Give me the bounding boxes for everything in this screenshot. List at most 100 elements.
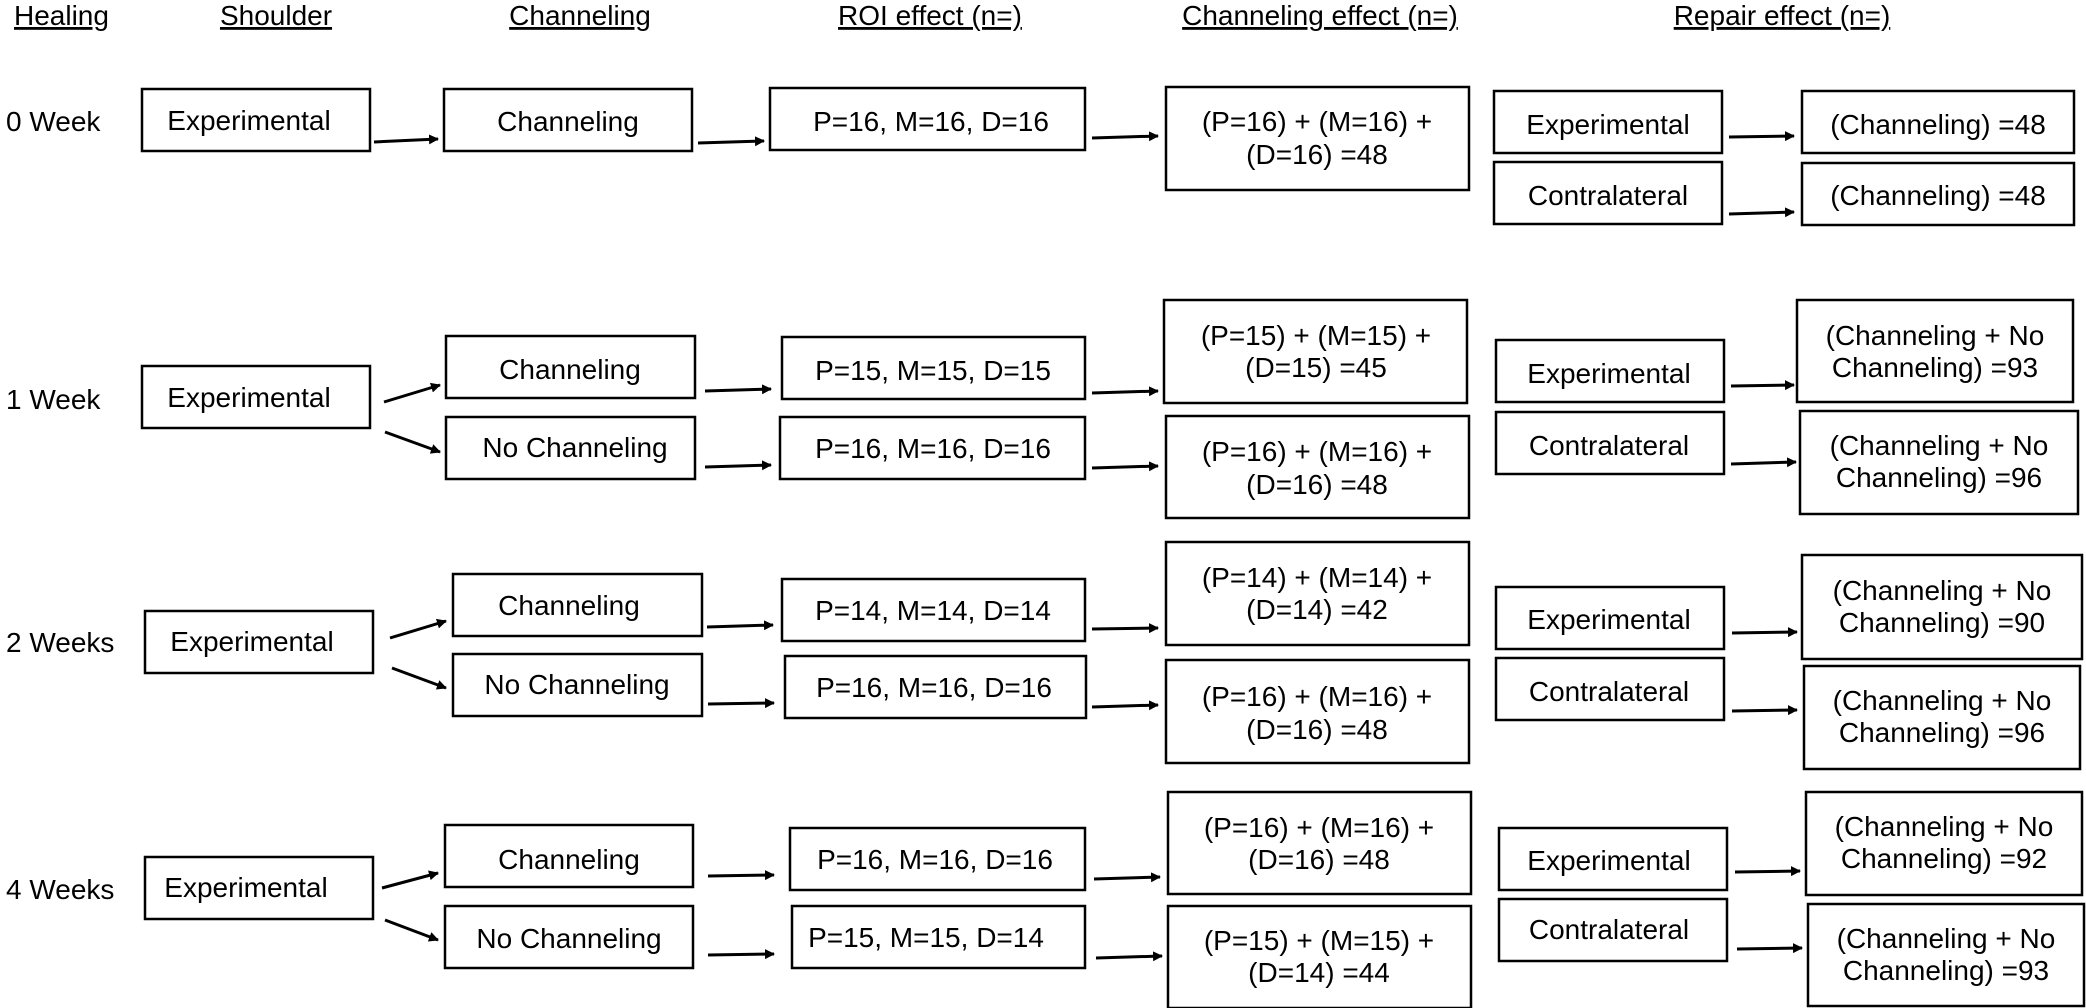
shoulder-box <box>140 364 372 430</box>
channeling-effect-line1: (P=14) + (M=14) + <box>1202 562 1432 593</box>
header-shoulder: Shoulder <box>220 0 332 31</box>
arrow <box>1091 386 1159 397</box>
healing-label: 1 Week <box>6 384 101 415</box>
roi-text: P=16, M=16, D=16 <box>815 433 1051 464</box>
repair-side-text-experimental: Experimental <box>1527 604 1690 635</box>
roi-box <box>768 86 1087 152</box>
no-channeling-text: No Channeling <box>482 432 667 463</box>
arrow <box>707 870 775 881</box>
repair-result-box-experimental <box>1795 298 2075 404</box>
repair-result-line2: Channeling) =90 <box>1839 607 2045 638</box>
shoulder-text: Experimental <box>167 382 330 413</box>
roi-box <box>788 826 1087 892</box>
repair-result-box-contralateral <box>1800 161 2076 227</box>
channeling-effect-box <box>1162 298 1469 405</box>
repair-result-box-contralateral <box>1802 664 2082 771</box>
arrow <box>1093 872 1161 883</box>
repair-result-line1: (Channeling + No <box>1835 811 2054 842</box>
healing-label: 2 Weeks <box>6 627 114 658</box>
roi-box <box>790 904 1087 970</box>
header-channeling: Channeling <box>509 0 651 31</box>
no-channeling-text: No Channeling <box>484 669 669 700</box>
channeling-effect-box <box>1164 414 1471 520</box>
arrow <box>697 136 765 147</box>
channeling-effect-box <box>1166 790 1473 896</box>
repair-result-box-experimental <box>1800 553 2084 661</box>
header-repair-effect: Repair effect (n=) <box>1674 0 1891 31</box>
shoulder-box <box>143 609 375 675</box>
repair-side-box-experimental <box>1497 826 1729 892</box>
arrow <box>389 618 447 640</box>
row-4-weeks: 4 Weeks Experimental Channeling No Chann… <box>6 790 2086 1008</box>
repair-result-line2: Channeling) =93 <box>1832 352 2038 383</box>
roi-box <box>783 654 1088 720</box>
arrow <box>384 918 439 942</box>
repair-side-box-experimental <box>1494 585 1726 651</box>
channeling-effect-line2: (D=14) =42 <box>1246 594 1388 625</box>
healing-label: 0 Week <box>6 106 101 137</box>
channeling-effect-box <box>1166 904 1473 1008</box>
roi-box <box>780 335 1087 401</box>
no-channeling-text: No Channeling <box>476 923 661 954</box>
channeling-box <box>442 87 694 153</box>
repair-result-line1: (Channeling + No <box>1830 430 2049 461</box>
arrow <box>704 460 772 471</box>
arrow <box>1091 461 1159 472</box>
channeling-effect-box <box>1164 540 1471 647</box>
channeling-effect-line1: (P=15) + (M=15) + <box>1204 925 1434 956</box>
channeling-box <box>443 823 695 889</box>
repair-result-box-experimental <box>1800 89 2076 155</box>
healing-label: 4 Weeks <box>6 874 114 905</box>
arrow <box>1730 380 1795 391</box>
arrow <box>704 384 772 395</box>
repair-result-line2: Channeling) =96 <box>1836 462 2042 493</box>
channeling-text: Channeling <box>497 106 639 137</box>
repair-side-box-contralateral <box>1494 410 1726 476</box>
channeling-effect-line1: (P=16) + (M=16) + <box>1202 436 1432 467</box>
roi-text: P=14, M=14, D=14 <box>815 595 1051 626</box>
repair-result-box-experimental <box>1804 790 2084 897</box>
roi-text: P=15, M=15, D=14 <box>808 922 1044 953</box>
shoulder-box <box>143 855 375 921</box>
shoulder-box <box>140 87 372 153</box>
arrow <box>384 430 441 454</box>
repair-side-box-experimental <box>1492 89 1724 155</box>
arrow <box>707 949 775 960</box>
shoulder-text: Experimental <box>164 872 327 903</box>
arrow <box>1728 207 1795 218</box>
roi-box <box>780 577 1087 643</box>
channeling-effect-box <box>1164 658 1471 765</box>
channeling-text: Channeling <box>499 354 641 385</box>
row-2-weeks: 2 Weeks Experimental Channeling No Chann… <box>6 540 2084 771</box>
arrow <box>1731 627 1798 638</box>
channeling-effect-line2: (D=14) =44 <box>1248 957 1390 988</box>
arrow <box>1728 131 1795 142</box>
row-1-week: 1 Week Experimental Channeling No Channe… <box>6 298 2080 520</box>
arrow <box>1734 866 1801 877</box>
header-healing: Healing <box>14 0 109 31</box>
channeling-text: Channeling <box>498 844 640 875</box>
repair-result-line1: (Channeling + No <box>1833 575 2052 606</box>
channeling-box <box>451 572 704 638</box>
roi-text: P=16, M=16, D=16 <box>817 844 1053 875</box>
repair-side-text-experimental: Experimental <box>1527 358 1690 389</box>
repair-side-text-experimental: Experimental <box>1526 109 1689 140</box>
no-channeling-box <box>443 904 695 970</box>
repair-result-line1: (Channeling + No <box>1833 685 2052 716</box>
arrow <box>1731 705 1798 716</box>
arrow <box>1095 951 1163 962</box>
channeling-effect-line2: (D=15) =45 <box>1245 352 1387 383</box>
roi-box <box>778 415 1087 481</box>
repair-side-box-contralateral <box>1492 160 1724 226</box>
repair-side-text-experimental: Experimental <box>1527 845 1690 876</box>
repair-side-text-contralateral: Contralateral <box>1529 676 1689 707</box>
no-channeling-box <box>451 652 704 718</box>
channeling-effect-line1: (P=15) + (M=15) + <box>1201 320 1431 351</box>
repair-side-box-contralateral <box>1497 897 1729 963</box>
repair-side-box-contralateral <box>1494 656 1726 722</box>
repair-result-box-contralateral <box>1806 902 2086 1008</box>
repair-result-line2: Channeling) =96 <box>1839 717 2045 748</box>
channeling-effect-line2: (D=16) =48 <box>1248 844 1390 875</box>
arrow <box>1091 623 1159 634</box>
